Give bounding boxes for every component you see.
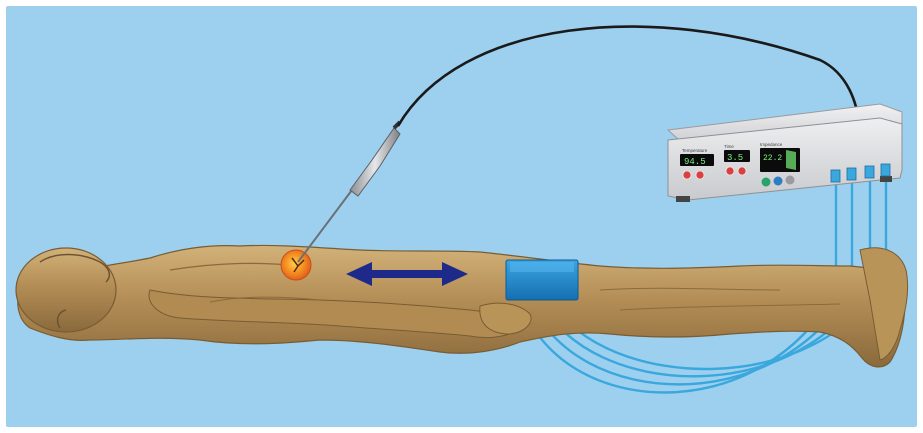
head: [16, 248, 116, 332]
needle-probe: [298, 122, 400, 262]
svg-text:22.2: 22.2: [763, 154, 782, 163]
svg-text:Impedance: Impedance: [760, 142, 783, 147]
ablation-zone-icon: [281, 250, 311, 280]
svg-text:Time: Time: [724, 144, 734, 149]
svg-text:Temperature: Temperature: [682, 148, 708, 153]
grounding-pad: [506, 260, 578, 300]
svg-text:3.5: 3.5: [727, 153, 743, 163]
patient-figure: [16, 245, 908, 366]
impedance-display: Impedance 22.2: [760, 142, 800, 187]
svg-text:94.5: 94.5: [684, 157, 706, 167]
rf-generator: Temperature 94.5 Time 3.5 Impedance 22.2: [668, 104, 902, 202]
